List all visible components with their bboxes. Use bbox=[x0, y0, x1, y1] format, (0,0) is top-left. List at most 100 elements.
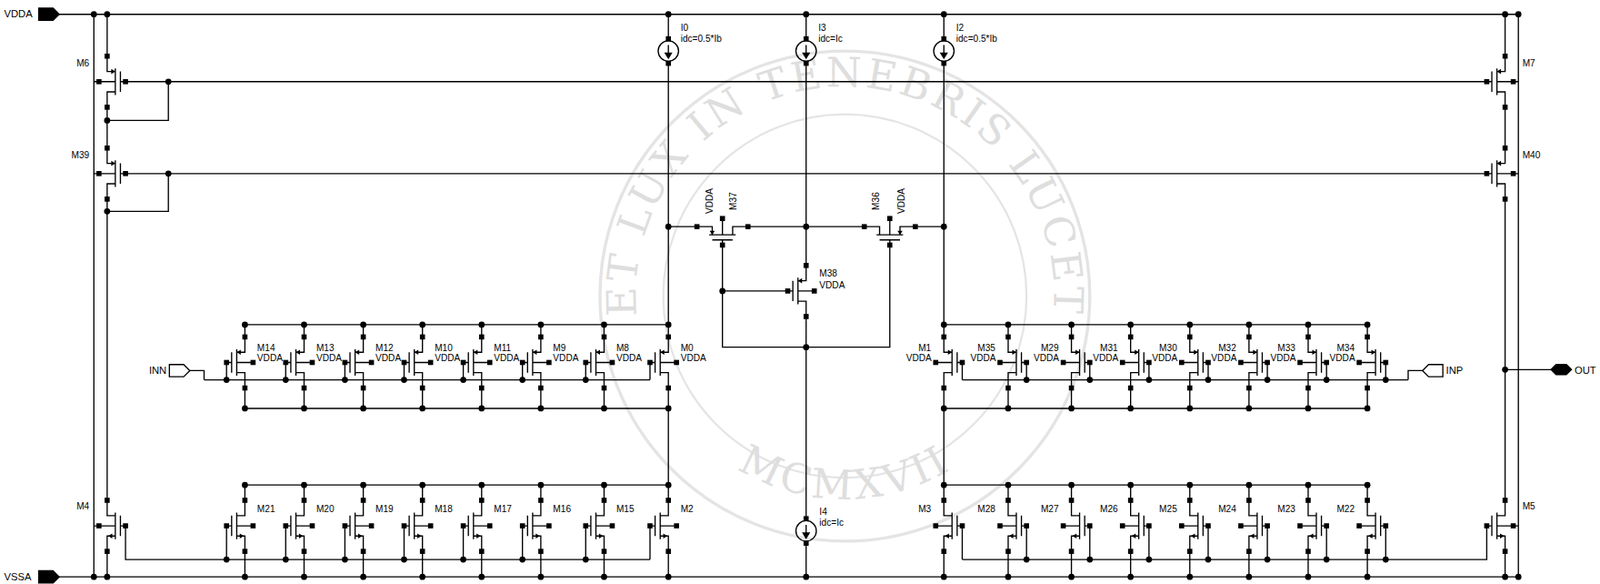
watermark-seal: ET LUX IN TENEBRIS LUCET MCMXVII bbox=[597, 48, 1093, 541]
junction-dot bbox=[1501, 366, 1509, 373]
bulk-net: VDDA bbox=[552, 353, 579, 364]
source-value: idc=Ic bbox=[818, 34, 843, 45]
device-name: M40 bbox=[1522, 150, 1541, 161]
pin-or-arrow bbox=[39, 8, 60, 20]
device-name: M19 bbox=[375, 505, 394, 516]
pin-name: OUT bbox=[1574, 364, 1597, 376]
junction-dot bbox=[802, 573, 810, 580]
source-value: idc=0.5*Ib bbox=[680, 34, 722, 45]
source-name: I2 bbox=[956, 23, 964, 34]
device-name: M17 bbox=[493, 505, 512, 516]
device-name: M35 bbox=[977, 343, 996, 354]
device-name: M2 bbox=[680, 505, 694, 516]
watermark-text: MCMXVII bbox=[731, 434, 958, 510]
device-name: M38 bbox=[819, 269, 838, 280]
device-name: M31 bbox=[1100, 343, 1119, 354]
device-name: M8 bbox=[616, 343, 630, 354]
source-name: I4 bbox=[819, 507, 827, 518]
device-name: M1 bbox=[918, 343, 931, 354]
device-name: M34 bbox=[1336, 343, 1355, 354]
circuit bbox=[39, 8, 1572, 583]
bulk-net: VDDA bbox=[1330, 353, 1356, 364]
watermark-text: ET LUX IN TENEBRIS LUCET bbox=[597, 48, 1093, 318]
junction-dot bbox=[802, 223, 810, 230]
device-name: M37 bbox=[729, 191, 740, 210]
device-name: M32 bbox=[1218, 343, 1237, 354]
bulk-net: VDDA bbox=[257, 353, 283, 364]
symbol-instance bbox=[785, 262, 818, 320]
watermark-path-text: MCMXVII bbox=[731, 434, 958, 510]
device-name: M10 bbox=[434, 343, 453, 354]
bulk-net: VDDA bbox=[970, 353, 996, 364]
device-name: M16 bbox=[552, 505, 571, 516]
bulk-net: VDDA bbox=[1210, 353, 1237, 364]
bulk-net: VDDA bbox=[375, 353, 401, 364]
device-name: M29 bbox=[1040, 343, 1060, 354]
device-name: M15 bbox=[616, 505, 635, 516]
symbol-instance bbox=[796, 515, 817, 546]
symbol-group bbox=[103, 10, 1508, 580]
symbol-instance bbox=[796, 36, 817, 67]
bulk-net: VDDA bbox=[680, 353, 707, 364]
device-name: M39 bbox=[71, 150, 90, 161]
device-name: M0 bbox=[680, 343, 694, 354]
source-name: I3 bbox=[818, 23, 826, 34]
bulk-net: VDDA bbox=[1270, 353, 1296, 364]
junction-dot bbox=[802, 10, 810, 18]
device-name: M20 bbox=[316, 505, 335, 516]
pin-name: VDDA bbox=[3, 8, 32, 20]
bulk-net: VDDA bbox=[906, 353, 932, 364]
watermark-path-text: ET LUX IN TENEBRIS LUCET bbox=[597, 48, 1093, 318]
pin-name: INN bbox=[149, 364, 167, 376]
bulk-net: VDDA bbox=[493, 353, 520, 364]
bulk-net: VDDA bbox=[1033, 353, 1060, 364]
bulk-net: VDDA bbox=[819, 280, 845, 291]
junction-dot bbox=[165, 170, 172, 177]
device-name: M28 bbox=[977, 505, 996, 516]
device-name: M22 bbox=[1336, 505, 1355, 516]
device-name: M24 bbox=[1218, 505, 1237, 516]
junction-dot bbox=[103, 208, 110, 215]
bulk-net: VDDA bbox=[434, 353, 460, 364]
junction-dot bbox=[802, 343, 810, 350]
device-name: M25 bbox=[1159, 505, 1178, 516]
device-name: M11 bbox=[493, 343, 511, 354]
junction-dot bbox=[663, 114, 1028, 479]
source-name: I0 bbox=[680, 23, 689, 34]
device-name: M5 bbox=[1522, 501, 1536, 512]
device-name: M12 bbox=[375, 343, 394, 354]
symbol-instance bbox=[90, 10, 807, 580]
device-name: M33 bbox=[1277, 343, 1296, 354]
pin-or-arrow bbox=[39, 570, 60, 582]
device-name: M21 bbox=[257, 505, 276, 516]
device-name: M7 bbox=[1522, 59, 1536, 70]
device-name: M9 bbox=[552, 343, 566, 354]
pin-name: VSSA bbox=[3, 570, 31, 581]
device-name: M26 bbox=[1100, 505, 1119, 516]
device-name: M18 bbox=[434, 505, 453, 516]
device-name: M30 bbox=[1159, 343, 1178, 354]
device-name: M14 bbox=[257, 343, 276, 354]
device-name: M4 bbox=[76, 501, 90, 512]
wire bbox=[59, 14, 1551, 577]
bulk-net: VDDA bbox=[1151, 353, 1178, 364]
pin-name: INP bbox=[1446, 364, 1464, 376]
device-name: M3 bbox=[918, 505, 931, 516]
device-name: M13 bbox=[316, 343, 335, 354]
source-value: idc=0.5*Ib bbox=[956, 34, 998, 45]
source-value: idc=Ic bbox=[819, 518, 844, 529]
bulk-net: VDDA bbox=[897, 188, 908, 214]
device-name: M36 bbox=[871, 191, 882, 210]
pin-or-arrow bbox=[1550, 364, 1571, 375]
device-name: M27 bbox=[1040, 505, 1060, 516]
symbol-instance bbox=[806, 10, 1522, 580]
bulk-net: VDDA bbox=[705, 188, 716, 214]
device-name: M6 bbox=[76, 59, 90, 70]
junction-dot bbox=[165, 78, 172, 85]
junction-dot bbox=[719, 288, 726, 295]
bulk-net: VDDA bbox=[616, 353, 642, 364]
bulk-net: VDDA bbox=[1092, 353, 1119, 364]
